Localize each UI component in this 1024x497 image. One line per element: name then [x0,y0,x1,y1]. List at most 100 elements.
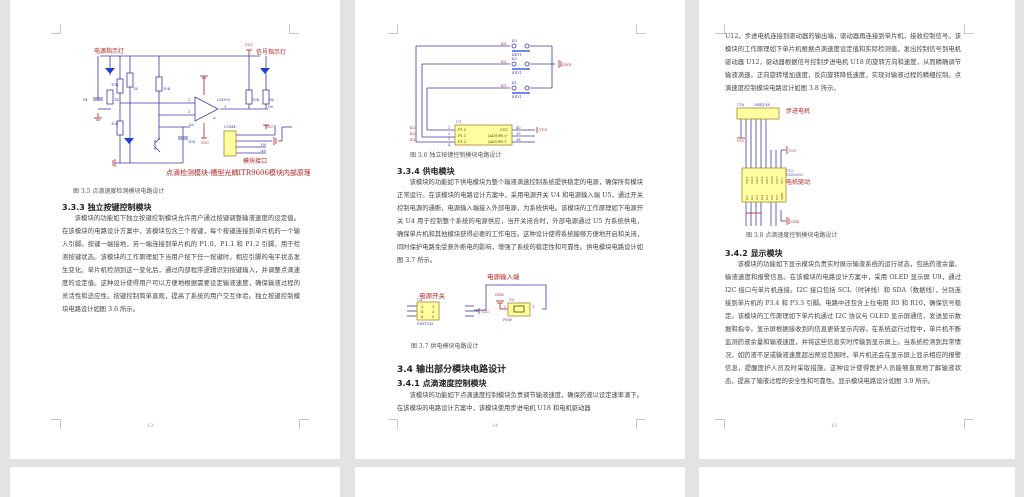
page-number: 15 [830,423,838,429]
label-power-input: 电源输入端 [487,272,520,281]
svg-text:Out7: Out7 [775,176,779,184]
svg-text:GND: GND [780,192,784,200]
margin-mark [51,24,61,34]
svg-text:3: 3 [432,310,435,314]
section-paragraph: 该模块的功能如下显示模块负责实时展示输液系统的运行状态，包括药液余量、输液速度和… [725,261,961,385]
svg-text:(AD1)P0.1: (AD1)P0.1 [488,140,507,144]
page-18-partial [699,467,1015,497]
section-paragraph: U12。步进电机连接到驱动器的输出端，驱动器再连接到单片机，接收控制信号。该模块… [725,33,961,92]
svg-text:K1: K1 [512,81,517,85]
svg-text:D0: D0 [268,105,274,109]
svg-text:In7: In7 [775,195,779,200]
svg-text:U4: U4 [417,298,423,302]
label-power-switch: 电源开关 [419,291,446,300]
label-interface: 模块接口 [243,157,267,165]
svg-text:10K: 10K [111,83,119,87]
section-paragraph: 该模块的功能如下点滴速度控制模块负责调节输液速度，确保药液以设定速率滴下。在该模… [397,392,643,412]
margin-mark [715,24,725,34]
svg-text:U12: U12 [786,169,793,173]
page-15: U12。步进电机连接到驱动器的输出端，驱动器再连接到单片机，接收控制信号。该模块… [699,0,1015,459]
page-14: K3 K2 K1 GND VCC K1 K2 K3 K3 KEY1 K2 KEY… [355,0,685,459]
svg-text:U18: U18 [737,103,744,107]
svg-text:K3: K3 [501,41,507,46]
svg-text:VCC: VCC [264,125,273,129]
svg-text:VCC: VCC [788,149,797,153]
margin-mark [299,419,309,429]
svg-text:COM4: COM4 [224,125,236,129]
svg-text:GND: GND [791,220,800,224]
margin-mark [51,419,61,429]
svg-text:2: 2 [188,98,190,102]
svg-text:K1: K1 [410,125,415,130]
svg-text:U5: U5 [509,298,515,302]
svg-text:38: 38 [516,138,521,142]
svg-text:VCC: VCC [736,139,745,143]
svg-text:A0: A0 [260,149,267,153]
margin-mark [636,24,646,34]
svg-text:40: 40 [516,126,521,130]
svg-text:10K: 10K [111,122,119,126]
svg-text:U1: U1 [456,120,461,124]
svg-text:4: 4 [421,310,424,314]
svg-text:Out3: Out3 [755,176,759,184]
svg-text:5: 5 [432,315,435,319]
page-number: 14 [491,423,499,429]
section-heading: 3.4.1 点滴速度控制模块 [397,379,487,388]
section-heading: 3.3.3 独立按键控制模块 [62,203,152,212]
svg-text:K3: K3 [410,137,416,142]
figure-caption: 图 3.8 点滴速度控制模块电路设计 [746,232,838,239]
svg-text:K2: K2 [410,131,416,136]
page-16-partial [10,467,340,497]
motor-control-circuit-diagram: Out1 Out2 Out3 Out4 Out5 Out6 Out7 VCC I… [736,103,810,226]
svg-text:GND: GND [562,62,571,67]
section-paragraph: 该模块的功能如下供电模块为整个输液滴速控制系统提供稳定的电源，确保所有模块正常运… [397,179,643,264]
speed-detect-circuit-diagram: 电源指示灯 信号指示灯 点滴检测模块-槽型光耦ITR9606模块内部原理图 模块… [83,43,310,177]
svg-text:Out5: Out5 [765,176,769,184]
svg-text:6: 6 [421,315,424,319]
figure-caption: 图 3.7 供电模块电路设计 [411,343,479,350]
svg-text:ULN2003: ULN2003 [786,173,803,177]
section-heading: 3.3.4 供电模块 [397,167,455,176]
svg-text:VCC: VCC [538,127,548,132]
svg-text:GND: GND [495,293,504,297]
svg-text:Out2: Out2 [750,176,754,184]
margin-mark [964,24,974,34]
chapter-heading: 3.4 输出部分模块电路设计 [397,365,507,375]
svg-text:1K: 1K [133,87,138,91]
page-17-partial [355,467,685,497]
svg-text:K1: K1 [501,83,506,88]
svg-text:VCC: VCC [244,43,253,47]
svg-text:(AD0)P0.0: (AD0)P0.0 [488,134,507,138]
label-title: 点滴检测模块-槽型光耦ITR9606模块内部原理图 [166,168,310,177]
svg-text:1K: 1K [269,98,274,102]
svg-text:VCC: VCC [499,128,508,132]
svg-text:1: 1 [532,305,534,309]
label-motor-driver: 电机驱动 [786,178,810,186]
svg-text:2: 2 [504,305,506,309]
svg-text:KEY1: KEY1 [512,71,522,75]
figure-caption: 图 3.6 独立按键控制模块电路设计 [410,152,502,159]
svg-text:28BYJ-48: 28BYJ-48 [754,103,770,107]
svg-text:VCC: VCC [780,177,784,185]
svg-text:VCC: VCC [200,141,209,145]
margin-mark [388,419,398,429]
svg-text:K2: K2 [512,57,517,61]
svg-text:39: 39 [516,132,521,136]
svg-text:D0: D0 [261,143,267,147]
svg-text:KEY1: KEY1 [512,95,522,99]
svg-text:1: 1 [448,126,450,130]
svg-text:10K: 10K [252,98,260,102]
svg-text:K2: K2 [501,59,507,64]
svg-text:VCC: VCC [480,310,489,314]
margin-mark [289,24,299,34]
svg-text:K3: K3 [512,39,518,43]
svg-text:In1: In1 [745,195,749,200]
section-paragraph: 该模块的功能如下独立按键控制模块允许用户通过按键调整输液速度的设定值。在该模块的… [62,215,300,313]
svg-text:In6: In6 [770,195,774,200]
svg-text:POW: POW [503,318,512,322]
svg-text:1: 1 [432,305,434,309]
svg-text:A0: A0 [188,123,195,127]
section-heading: 3.4.2 显示模块 [725,249,783,258]
svg-text:Out1: Out1 [745,176,749,184]
svg-text:3: 3 [448,137,451,141]
